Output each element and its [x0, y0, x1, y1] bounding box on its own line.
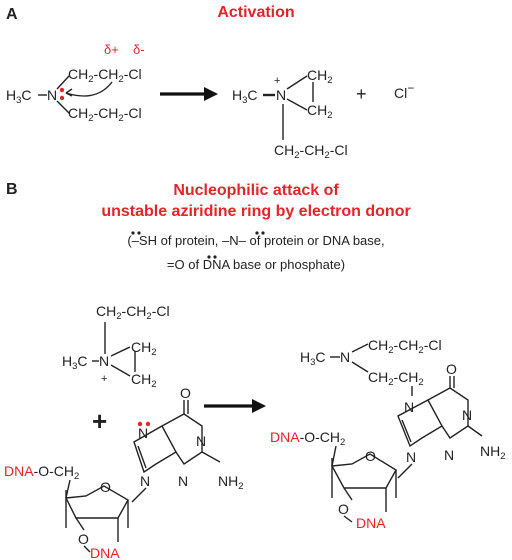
amino-group: NH2 — [480, 443, 506, 462]
panel-a-title: Activation — [217, 4, 294, 21]
guanine-n3: N — [444, 447, 454, 463]
positive-charge: + — [101, 373, 107, 385]
ring-ch2-bottom: CH2 — [131, 371, 157, 390]
alkylated-guanine-product: H3C N CH2-CH2-Cl CH2-CH2 N O N N N NH2 D… — [270, 337, 506, 531]
guanine-carbonyl-o: O — [446, 361, 457, 377]
big-plus-sign: + — [92, 406, 107, 436]
guanine-n7: N — [404, 399, 414, 415]
guanine-n3: N — [178, 473, 188, 489]
guanine-n1: N — [196, 433, 206, 449]
methyl-group: H3C — [6, 87, 32, 106]
dna-backbone-3prime: DNA — [90, 545, 120, 560]
guanine-n9: N — [406, 449, 416, 465]
mustard-arm-bottom: CH2-CH2-Cl — [68, 105, 142, 124]
aziridinium-nitrogen: N — [276, 87, 286, 103]
aziridinium-reactant: CH2-CH2-Cl H3C N + CH2 CH2 — [62, 303, 170, 390]
sugar-3prime-oxygen: O — [338, 501, 349, 517]
mustard-arm-top: CH2-CH2-Cl — [68, 66, 142, 85]
methyl-group: H3C — [300, 349, 326, 368]
curved-arrow-icon — [65, 81, 113, 97]
chloride-ion: Cl− — [394, 81, 414, 101]
chloroethyl-chain: CH2-CH2-Cl — [96, 303, 170, 322]
lone-pair-dot — [137, 421, 143, 427]
dna-backbone-5prime: DNA-O-CH2 — [4, 463, 79, 482]
positive-charge: + — [274, 75, 280, 87]
panel-b-title-line1: Nucleophilic attack of — [173, 182, 339, 199]
mustard-nitrogen: N — [47, 87, 57, 103]
lone-pair-dot — [145, 421, 151, 427]
reaction-arrow-b — [204, 399, 266, 413]
chloroethyl-chain: CH2-CH2-Cl — [274, 142, 348, 161]
guanine-carbonyl-o: O — [180, 385, 191, 401]
plus-sign: + — [356, 84, 367, 104]
amino-group: NH2 — [218, 473, 244, 492]
dna-backbone-3prime: DNA — [356, 515, 386, 531]
ring-ch2-bottom: CH2 — [307, 102, 333, 121]
methyl-group: H3C — [232, 87, 258, 106]
reaction-arrow-a — [160, 87, 218, 101]
ring-ch2-top: CH2 — [131, 339, 157, 358]
delta-minus-label: δ- — [133, 42, 145, 57]
chloroethyl-arm: CH2-CH2-Cl — [368, 337, 442, 356]
ring-ch2-top: CH2 — [307, 67, 333, 86]
aziridinium-ion: H3C N + CH2 CH2 CH2-CH2-Cl — [232, 67, 348, 161]
guanine-n7: N — [138, 425, 148, 441]
sugar-ring-oxygen: O — [100, 479, 111, 495]
panel-b-letter: B — [6, 181, 18, 198]
guanine-n1: N — [462, 407, 472, 423]
ethylene-bridge: CH2-CH2 — [368, 369, 424, 388]
guanine-n9: N — [140, 473, 150, 489]
panel-b-title-line2: unstable aziridine ring by electron dono… — [101, 203, 410, 220]
note-lone-pairs — [131, 231, 265, 259]
methyl-group: H3C — [62, 353, 88, 372]
delta-plus-label: δ+ — [104, 42, 119, 57]
sugar-3prime-oxygen: O — [78, 531, 89, 547]
mustard-molecule: H3C N CH2-CH2-Cl CH2-CH2-Cl — [6, 66, 142, 124]
lone-pair-dot — [59, 95, 65, 101]
sugar-ring-oxygen: O — [365, 448, 376, 464]
panel-a-letter: A — [6, 6, 18, 23]
aziridinium-nitrogen: N — [99, 353, 109, 369]
nucleophile-note-line2: =O of DNA base or phosphate) — [167, 257, 345, 272]
nucleophile-note-line1: (–SH of protein, –N– of protein or DNA b… — [127, 233, 384, 248]
guanine-nucleotide: N O N N N NH2 DNA-O-CH2 O O DNA — [4, 385, 244, 560]
lone-pair-dot — [59, 87, 65, 93]
dna-backbone-5prime: DNA-O-CH2 — [270, 429, 345, 448]
product-nitrogen: N — [340, 349, 350, 365]
